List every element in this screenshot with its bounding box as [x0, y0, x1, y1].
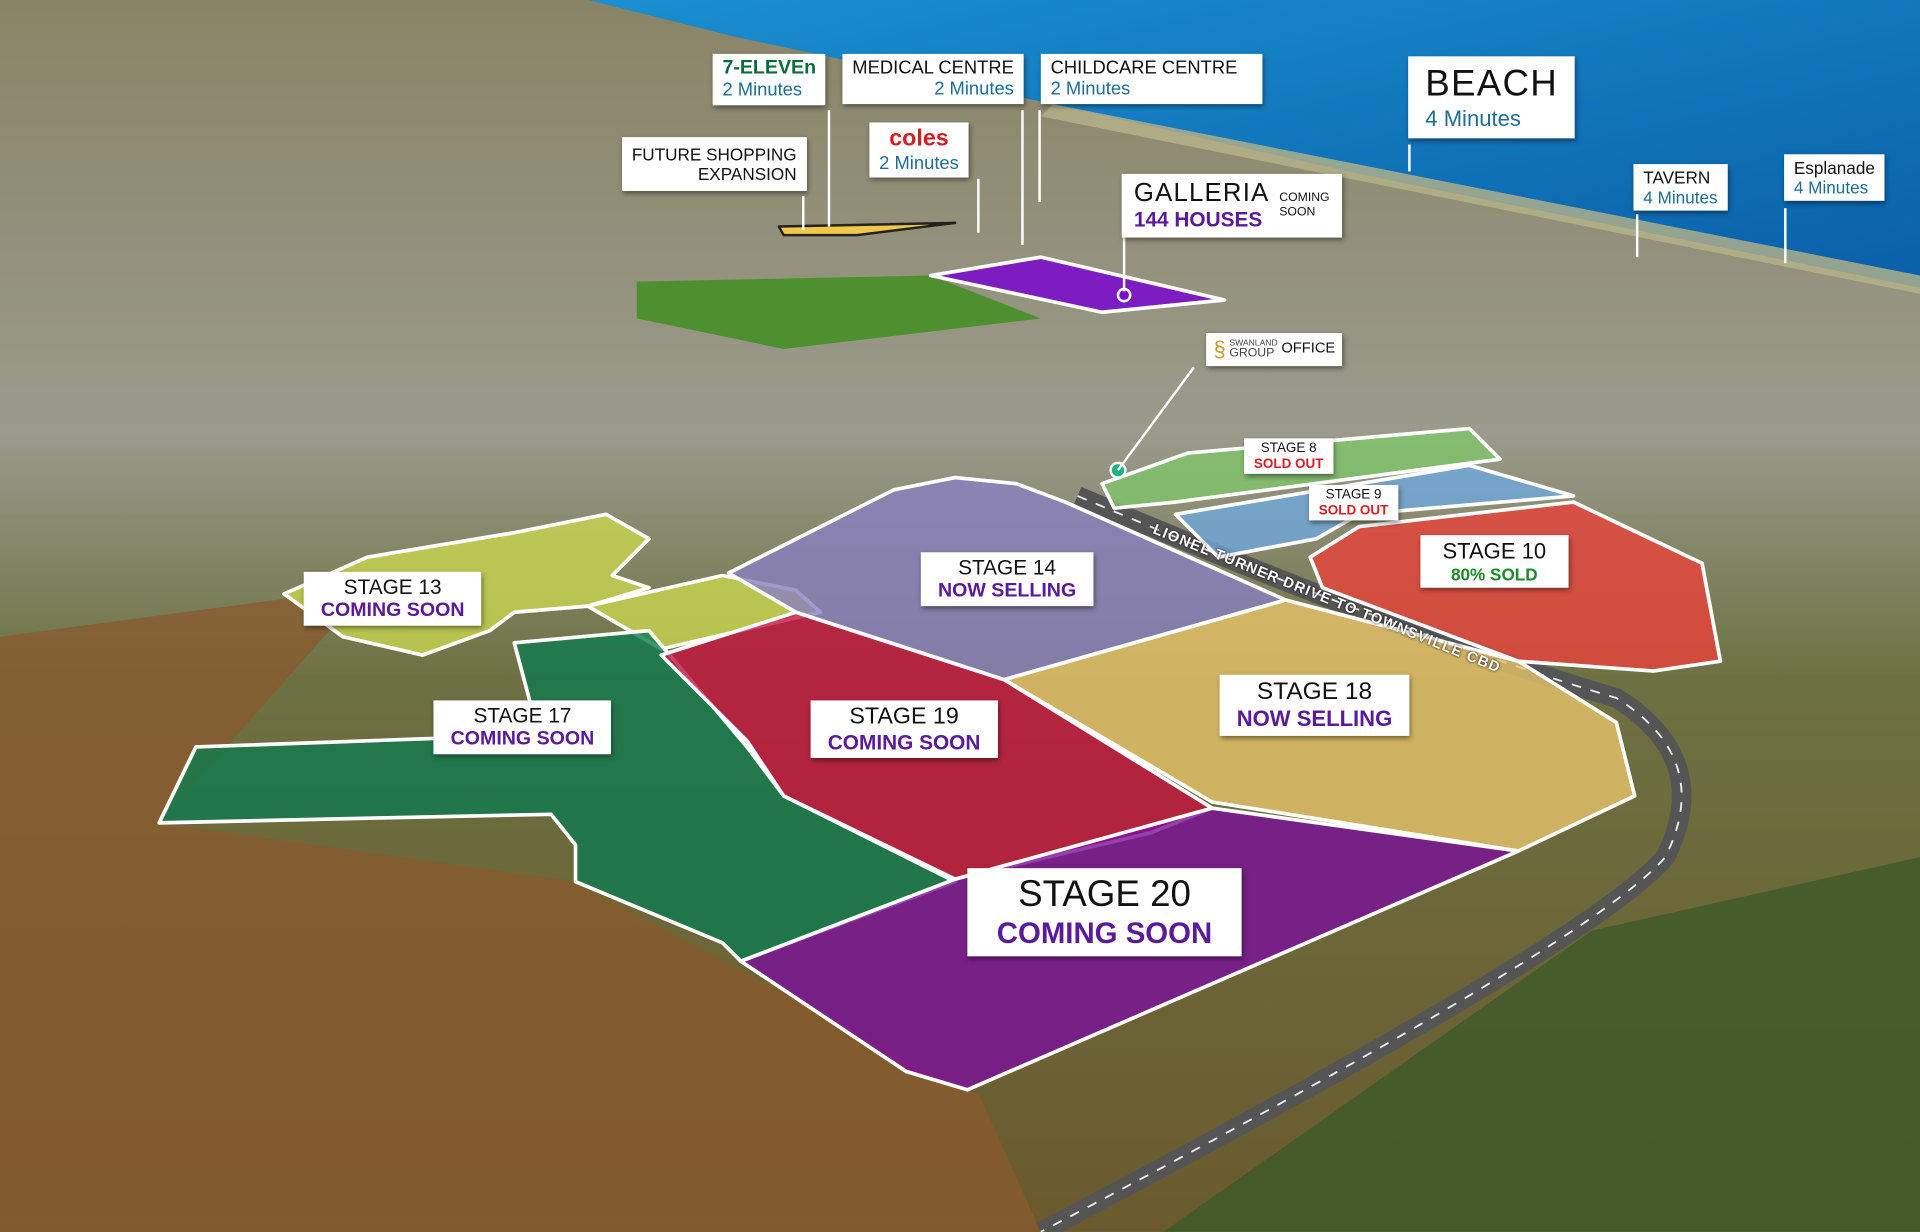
medical-centre-label: MEDICAL CENTRE 2 Minutes — [842, 53, 1024, 104]
stage-name: STAGE 20 — [1018, 874, 1191, 915]
medical-name: MEDICAL CENTRE — [852, 57, 1014, 79]
childcare-time: 2 Minutes — [1050, 78, 1131, 100]
stage-13-label[interactable]: STAGE 13 COMING SOON — [303, 571, 482, 626]
stage-name: STAGE 19 — [849, 704, 959, 730]
esplanade-name: Esplanade — [1793, 157, 1875, 178]
galleria-name: GALLERIA — [1133, 178, 1270, 207]
stage-17-label[interactable]: STAGE 17 COMING SOON — [433, 700, 612, 755]
stage-name: STAGE 14 — [958, 555, 1057, 580]
stage-9-label[interactable]: STAGE 9 SOLD OUT — [1308, 484, 1399, 521]
future-shopping-line1: FUTURE SHOPPING — [631, 144, 797, 165]
swan-logo-icon: § — [1213, 336, 1226, 362]
galleria-pointer — [1122, 232, 1126, 292]
galleria-status-2: SOON — [1279, 205, 1316, 219]
seven-eleven-logo: 7-ELEVEn — [722, 57, 817, 79]
tavern-name: TAVERN — [1643, 167, 1711, 188]
stage-name: STAGE 10 — [1442, 538, 1547, 564]
future-shopping-line2: EXPANSION — [697, 164, 797, 184]
stage-8-label[interactable]: STAGE 8 SOLD OUT — [1244, 438, 1334, 475]
coles-label: coles 2 Minutes — [869, 122, 969, 178]
stage-status: COMING SOON — [450, 728, 595, 749]
stage-status: SOLD OUT — [1253, 456, 1324, 471]
beach-pointer — [1408, 144, 1411, 172]
beach-time: 4 Minutes — [1425, 105, 1521, 131]
stage-14-label[interactable]: STAGE 14 NOW SELLING — [920, 552, 1094, 607]
stage-name: STAGE 17 — [473, 704, 572, 728]
galleria-area[interactable] — [928, 255, 1227, 315]
galleria-status-1: COMING — [1279, 191, 1330, 205]
stage-status: 80% SOLD — [1450, 564, 1538, 584]
beach-name: BEACH — [1425, 63, 1558, 105]
future-shopping-area — [777, 221, 957, 237]
tavern-pointer — [1635, 214, 1639, 258]
childcare-centre-label: CHILDCARE CENTRE 2 Minutes — [1040, 53, 1262, 104]
bushland — [0, 587, 1041, 1232]
beach-strip — [1040, 104, 1920, 294]
esplanade-time: 4 Minutes — [1793, 177, 1869, 198]
coles-pointer — [977, 178, 980, 233]
seven-eleven-pointer — [827, 110, 831, 227]
esplanade-label: Esplanade 4 Minutes — [1784, 154, 1885, 202]
stage-10-label[interactable]: STAGE 10 80% SOLD — [1420, 535, 1569, 588]
coles-time: 2 Minutes — [879, 152, 959, 174]
stage-status: COMING SOON — [320, 599, 465, 621]
park — [636, 275, 1041, 349]
office-text: OFFICE — [1281, 339, 1336, 357]
stage-name: STAGE 8 — [1260, 440, 1317, 456]
tavern-time: 4 Minutes — [1643, 187, 1718, 208]
stage-name: STAGE 13 — [343, 575, 442, 599]
future-shopping-label: FUTURE SHOPPING EXPANSION — [622, 137, 807, 192]
stage-status: NOW SELLING — [1236, 706, 1393, 732]
stage-20-label[interactable]: STAGE 20 COMING SOON — [967, 868, 1242, 957]
office-pointer — [1116, 366, 1195, 471]
childcare-pointer — [1038, 110, 1041, 203]
childcare-name: CHILDCARE CENTRE — [1050, 57, 1238, 79]
esplanade-pointer — [1784, 208, 1787, 264]
seven-eleven-time: 2 Minutes — [722, 80, 803, 101]
medical-pointer — [1021, 110, 1024, 245]
coles-logo: coles — [889, 126, 949, 152]
stage-19-label[interactable]: STAGE 19 COMING SOON — [810, 700, 998, 759]
tavern-label: TAVERN 4 Minutes — [1633, 164, 1728, 211]
seven-eleven-label: 7-ELEVEn 2 Minutes — [712, 53, 826, 105]
future-shopping-pointer — [802, 195, 805, 231]
medical-time: 2 Minutes — [934, 78, 1014, 100]
galleria-label[interactable]: GALLERIA 144 HOUSES COMING SOON — [1121, 173, 1342, 238]
stage-18-label[interactable]: STAGE 18 NOW SELLING — [1219, 674, 1410, 736]
stage-status: NOW SELLING — [937, 579, 1077, 601]
stage-status: SOLD OUT — [1318, 502, 1389, 518]
stage-status: COMING SOON — [827, 730, 981, 755]
stage-status: COMING SOON — [996, 916, 1213, 950]
scrub — [1163, 857, 1920, 1232]
galleria-houses: 144 HOUSES — [1133, 208, 1263, 232]
stage-name: STAGE 9 — [1325, 487, 1382, 503]
beach-label: BEACH 4 Minutes — [1408, 56, 1576, 139]
road-centerline — [1040, 495, 1683, 1232]
stage-name: STAGE 18 — [1256, 678, 1373, 706]
